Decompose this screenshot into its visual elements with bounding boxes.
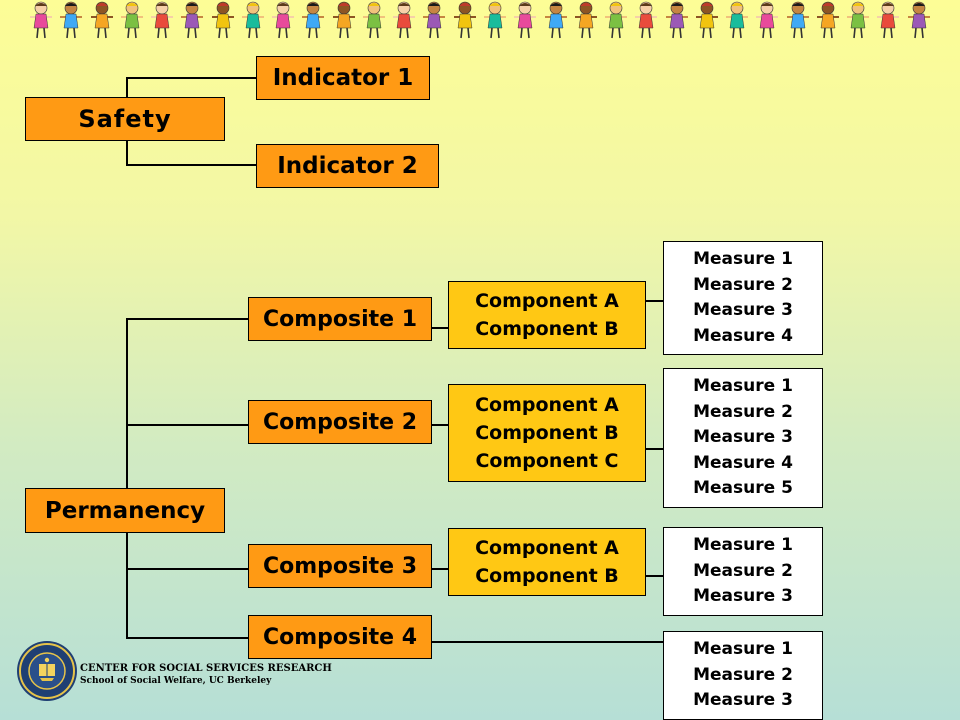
child-figure-icon — [120, 1, 143, 39]
child-figure-icon — [756, 1, 779, 39]
child-figure-icon — [151, 1, 174, 39]
component-item: Component B — [475, 565, 619, 587]
connector — [126, 141, 128, 164]
child-figure-icon — [907, 1, 930, 39]
connector — [432, 568, 448, 570]
composite-4-box: Composite 4 — [248, 615, 432, 659]
child-figure-icon — [241, 1, 264, 39]
safety-label: Safety — [78, 105, 172, 133]
permanency-box: Permanency — [25, 488, 225, 533]
connector — [646, 575, 664, 577]
indicator-2-label: Indicator 2 — [277, 153, 418, 179]
connector — [126, 318, 128, 488]
footer-org: CENTER FOR SOCIAL SERVICES RESEARCH — [80, 663, 332, 674]
measures-2-box: Measure 1 Measure 2 Measure 3 Measure 4 … — [663, 368, 823, 508]
child-figure-icon — [514, 1, 537, 39]
measure-item: Measure 2 — [693, 401, 793, 422]
composite-1-label: Composite 1 — [262, 306, 418, 332]
measures-1-box: Measure 1 Measure 2 Measure 3 Measure 4 — [663, 241, 823, 355]
child-figure-icon — [332, 1, 355, 39]
composite-2-label: Composite 2 — [262, 409, 418, 435]
child-figure-icon — [272, 1, 295, 39]
connector — [126, 424, 248, 426]
connector — [126, 568, 248, 570]
child-figure-icon — [605, 1, 628, 39]
connector — [126, 77, 256, 79]
connector — [646, 300, 664, 302]
measure-item: Measure 2 — [693, 560, 793, 581]
connector — [432, 424, 448, 426]
child-figure-icon — [211, 1, 234, 39]
components-3-box: Component A Component B — [448, 528, 646, 596]
connector — [432, 327, 448, 329]
measure-item: Measure 1 — [693, 639, 793, 660]
child-figure-icon — [302, 1, 325, 39]
measures-4-box: Measure 1 Measure 2 Measure 3 — [663, 631, 823, 720]
child-figure-icon — [90, 1, 113, 39]
measure-item: Measure 3 — [693, 427, 793, 448]
safety-box: Safety — [25, 97, 225, 141]
component-item: Component B — [475, 422, 619, 444]
composite-1-box: Composite 1 — [248, 297, 432, 341]
measure-item: Measure 3 — [693, 586, 793, 607]
connector — [432, 641, 663, 643]
footer-school: School of Social Welfare, UC Berkeley — [80, 676, 272, 686]
connector — [126, 637, 248, 639]
measure-item: Measure 1 — [693, 376, 793, 397]
child-figure-icon — [635, 1, 658, 39]
connector — [126, 164, 256, 166]
measure-item: Measure 2 — [693, 274, 793, 295]
indicator-2-box: Indicator 2 — [256, 144, 439, 188]
measure-item: Measure 3 — [693, 300, 793, 320]
composite-3-label: Composite 3 — [262, 553, 418, 579]
indicator-1-label: Indicator 1 — [272, 65, 414, 91]
measure-item: Measure 5 — [693, 478, 793, 499]
indicator-1-box: Indicator 1 — [256, 56, 430, 100]
child-figure-icon — [453, 1, 476, 39]
permanency-label: Permanency — [44, 497, 206, 524]
connector — [126, 318, 248, 320]
components-2-box: Component A Component B Component C — [448, 384, 646, 482]
measure-item: Measure 2 — [693, 664, 793, 685]
composite-2-box: Composite 2 — [248, 400, 432, 444]
child-figure-icon — [574, 1, 597, 39]
component-item: Component A — [475, 290, 619, 312]
child-figure-icon — [786, 1, 809, 39]
child-figure-icon — [544, 1, 567, 39]
footer-credit: CENTER FOR SOCIAL SERVICES RESEARCH Scho… — [80, 662, 332, 687]
child-figure-icon — [847, 1, 870, 39]
connector — [126, 77, 128, 97]
child-figure-icon — [30, 1, 52, 39]
component-item: Component A — [475, 394, 619, 416]
child-figure-icon — [362, 1, 385, 39]
component-item: Component C — [475, 450, 619, 472]
measure-item: Measure 4 — [693, 452, 793, 473]
children-banner-icon — [30, 0, 930, 42]
component-item: Component B — [475, 318, 619, 340]
measure-item: Measure 1 — [693, 249, 793, 269]
connector — [646, 448, 664, 450]
measure-item: Measure 1 — [693, 535, 793, 556]
child-figure-icon — [60, 1, 83, 39]
composite-4-label: Composite 4 — [262, 624, 418, 650]
child-figure-icon — [665, 1, 688, 39]
child-figure-icon — [423, 1, 446, 39]
measure-item: Measure 4 — [693, 325, 793, 346]
child-figure-icon — [816, 1, 839, 39]
measures-3-box: Measure 1 Measure 2 Measure 3 — [663, 527, 823, 616]
child-figure-icon — [393, 1, 416, 39]
child-figure-icon — [726, 1, 749, 39]
child-figure-icon — [695, 1, 718, 39]
child-figure-icon — [877, 1, 900, 39]
child-figure-icon — [181, 1, 204, 39]
child-figure-icon — [483, 1, 506, 39]
measure-item: Measure 3 — [693, 690, 793, 711]
university-seal-icon — [17, 641, 77, 701]
composite-3-box: Composite 3 — [248, 544, 432, 588]
connector — [126, 533, 128, 637]
component-item: Component A — [475, 537, 619, 559]
components-1-box: Component A Component B — [448, 281, 646, 349]
